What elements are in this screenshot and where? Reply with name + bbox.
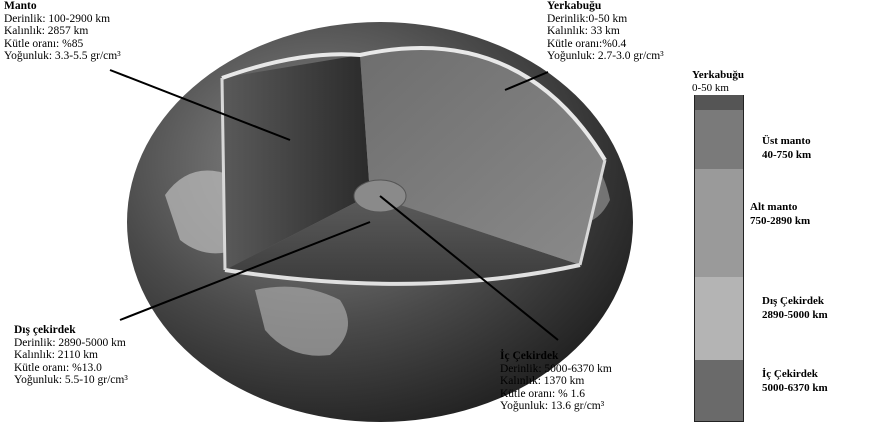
label-line: Kalınlık: 33 km [547,25,664,38]
column-layer-crust [694,95,744,110]
label-manto: Manto Derinlik: 100-2900 km Kalınlık: 28… [4,0,121,63]
label-title: Manto [4,0,121,13]
label-line: Derinlik: 5000-6370 km [500,363,612,376]
label-line: Yoğunluk: 2.7-3.0 gr/cm³ [547,50,664,63]
layer-range: 40-750 km [762,148,811,162]
label-line: Yoğunluk: 13.6 gr/cm³ [500,400,612,413]
layer-range: 2890-5000 km [762,308,828,322]
column-label-upper-mantle: Üst manto 40-750 km [762,134,811,162]
label-line: Kütle oranı:%0.4 [547,38,664,51]
label-line: Yoğunluk: 3.3-5.5 gr/cm³ [4,50,121,63]
label-line: Kütle oranı: %13.0 [14,362,128,375]
label-line: Kalınlık: 2110 km [14,349,128,362]
label-line: Kalınlık: 1370 km [500,375,612,388]
layer-range: 750-2890 km [750,214,810,228]
layer-range: 5000-6370 km [762,381,828,395]
label-title: Yerkabuğu [547,0,664,13]
column-layer-inner-core [694,360,744,422]
layer-name: Alt manto [750,200,810,214]
column-layer-lower-mantle [694,169,744,277]
column-label-inner-core: İç Çekirdek 5000-6370 km [762,367,828,395]
column-top-range: 0-50 km [692,81,729,95]
label-line: Derinlik:0-50 km [547,13,664,26]
layer-name: Üst manto [762,134,811,148]
label-title: İç Çekirdek [500,350,612,363]
label-line: Kütle oranı: %85 [4,38,121,51]
label-dis-cekirdek: Dış çekirdek Derinlik: 2890-5000 km Kalı… [14,324,128,387]
label-line: Kalınlık: 2857 km [4,25,121,38]
label-line: Yoğunluk: 5.5-10 gr/cm³ [14,374,128,387]
label-title: Dış çekirdek [14,324,128,337]
label-line: Derinlik: 100-2900 km [4,13,121,26]
column-top-title: Yerkabuğu [692,68,744,82]
label-line: Kütle oranı: % 1.6 [500,388,612,401]
column-layer-outer-core [694,277,744,360]
column-label-lower-mantle: Alt manto 750-2890 km [750,200,810,228]
column-label-outer-core: Dış Çekirdek 2890-5000 km [762,294,828,322]
label-ic-cekirdek: İç Çekirdek Derinlik: 5000-6370 km Kalın… [500,350,612,413]
label-line: Derinlik: 2890-5000 km [14,337,128,350]
label-yerkabugu: Yerkabuğu Derinlik:0-50 km Kalınlık: 33 … [547,0,664,63]
layer-name: İç Çekirdek [762,367,828,381]
layer-name: Dış Çekirdek [762,294,828,308]
column-layer-upper-mantle [694,110,744,169]
